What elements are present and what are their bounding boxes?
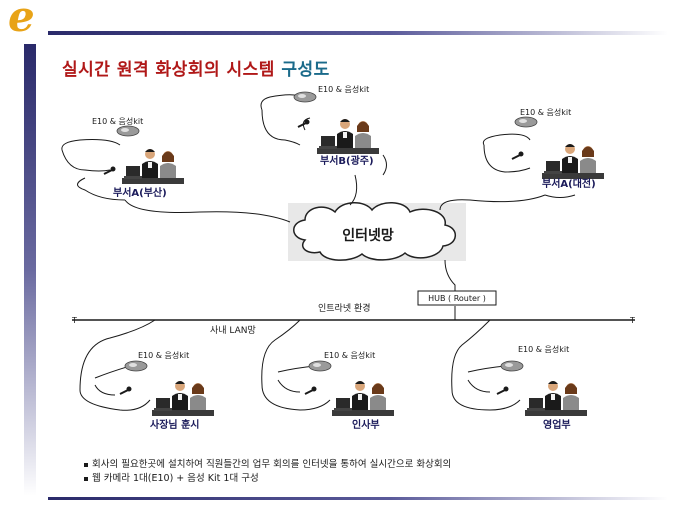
- webcam-icon: [500, 360, 524, 372]
- bullet-icon: [84, 476, 88, 481]
- headset-icon: [119, 385, 133, 395]
- lan-label: 사내 LAN망: [210, 325, 256, 336]
- lan-right-terminator: T: [629, 316, 635, 325]
- meeting-people-icon: [525, 381, 587, 416]
- cloud-label: 인터넷망: [342, 227, 394, 244]
- site-b-gwangju: E10 & 음성kit 부서B(광주): [293, 85, 379, 167]
- note-text: 웹 카메라 1대(E10) + 음성 Kit 1대 구성: [92, 473, 259, 484]
- logo-e-icon: e: [8, 0, 35, 41]
- kit-label: E10 & 음성kit: [518, 345, 569, 354]
- page-title: 실시간 원격 화상회의 시스템 구성도: [62, 55, 330, 80]
- webcam-icon: [293, 91, 317, 103]
- kit-label: E10 & 음성kit: [318, 85, 369, 94]
- hub-label: HUB ( Router ): [428, 294, 486, 303]
- site-a-busan: E10 & 음성kit 부서A(부산): [92, 117, 184, 199]
- kit-label: E10 & 음성kit: [520, 108, 571, 117]
- notes-list: 회사의 필요한곳에 설치하여 직원들간의 업무 회의를 인터넷을 통하여 실시간…: [84, 458, 451, 486]
- bottom-divider: [48, 497, 668, 500]
- webcam-icon: [514, 116, 538, 128]
- site-label-gwangju: 부서B(광주): [320, 154, 374, 167]
- site-a-daejeon: E10 & 음성kit 부서A(대전): [511, 108, 604, 190]
- cloud-icon: 인터넷망: [288, 202, 466, 261]
- lan-left-terminator: T: [71, 316, 77, 325]
- hub-box-icon: HUB ( Router ): [417, 290, 497, 306]
- webcam-icon: [116, 125, 140, 137]
- site-label-hr: 인사부: [352, 418, 380, 431]
- meeting-people-icon: [542, 144, 604, 179]
- title-main: 실시간 원격 화상회의 시스템: [62, 60, 275, 80]
- note-item: 웹 카메라 1대(E10) + 음성 Kit 1대 구성: [84, 472, 451, 486]
- headset-icon: [304, 385, 318, 395]
- kit-label: E10 & 음성kit: [92, 117, 143, 126]
- kit-label: E10 & 음성kit: [324, 351, 375, 360]
- site-ceo: E10 & 음성kit 사장님 훈시: [119, 351, 214, 431]
- headset-icon: [496, 385, 510, 395]
- top-divider: [48, 31, 668, 35]
- site-label-ceo: 사장님 훈시: [150, 418, 199, 431]
- site-label-busan: 부서A(부산): [113, 186, 167, 199]
- left-accent-bar: [24, 44, 36, 496]
- title-accent: 구성도: [281, 60, 330, 80]
- note-item: 회사의 필요한곳에 설치하여 직원들간의 업무 회의를 인터넷을 통하여 실시간…: [84, 458, 451, 472]
- kit-label: E10 & 음성kit: [138, 351, 189, 360]
- meeting-people-icon: [122, 149, 184, 184]
- webcam-icon: [308, 360, 332, 372]
- headset-icon: [511, 150, 525, 160]
- webcam-icon: [124, 360, 148, 372]
- site-label-daejeon: 부서A(대전): [542, 177, 596, 190]
- site-hr: E10 & 음성kit 인사부: [304, 351, 394, 431]
- intranet-label: 인트라넷 환경: [318, 302, 371, 314]
- site-sales: E10 & 음성kit 영업부: [496, 345, 587, 431]
- site-label-sales: 영업부: [543, 418, 571, 431]
- meeting-people-icon: [317, 119, 379, 154]
- bullet-icon: [84, 462, 88, 467]
- meeting-people-icon: [152, 381, 214, 416]
- note-text: 회사의 필요한곳에 설치하여 직원들간의 업무 회의를 인터넷을 통하여 실시간…: [92, 459, 452, 470]
- meeting-people-icon: [332, 381, 394, 416]
